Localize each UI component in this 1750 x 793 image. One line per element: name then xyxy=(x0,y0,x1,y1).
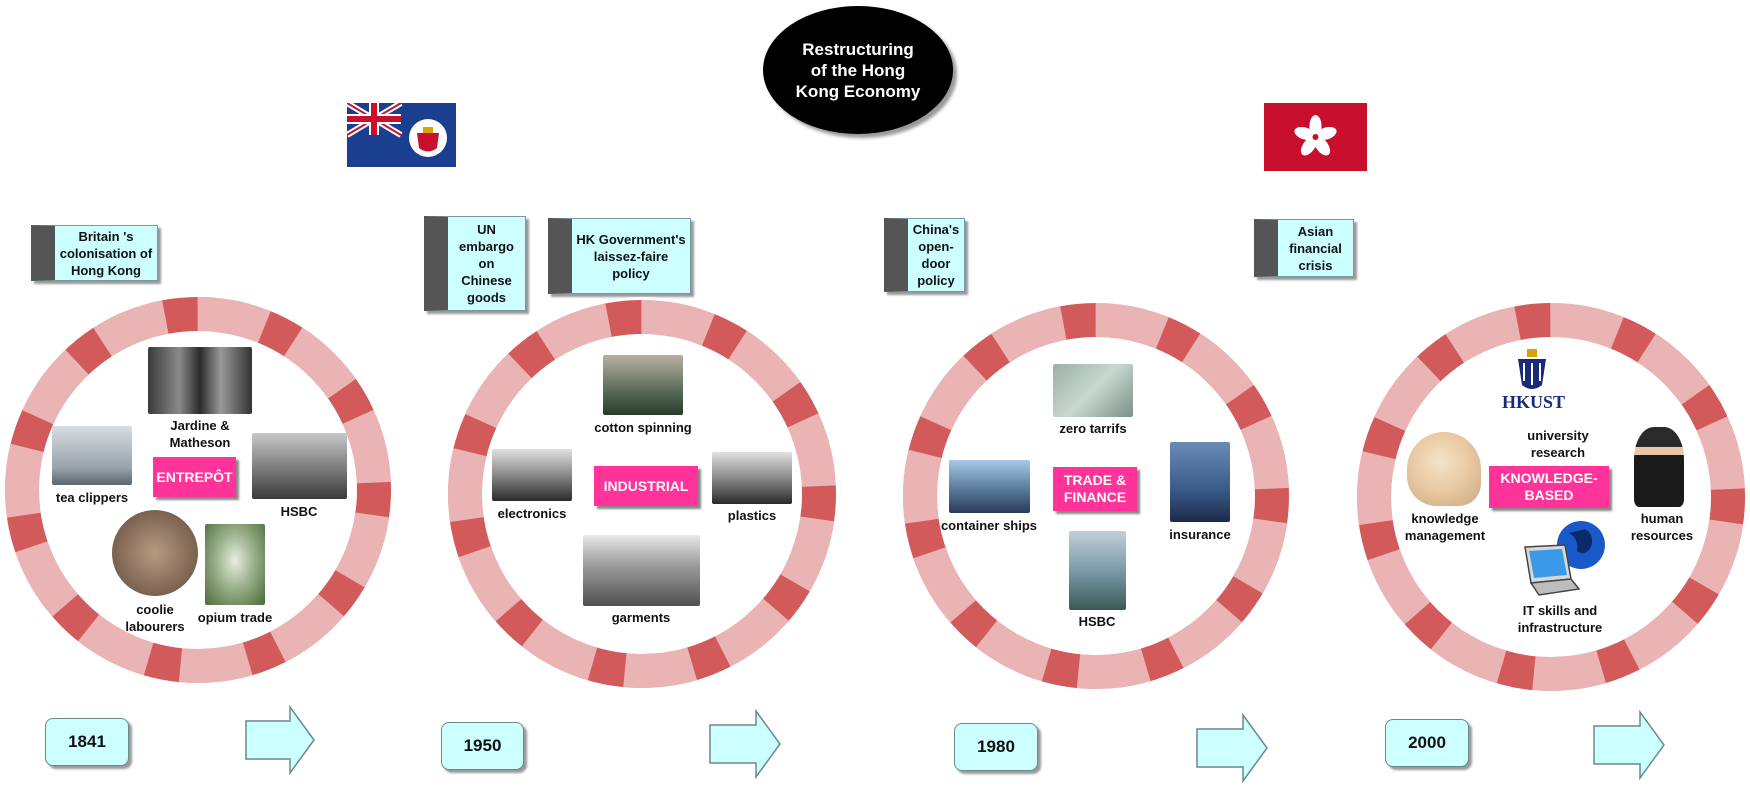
cotton-spinning-photo xyxy=(603,355,683,415)
timeline-arrow-icon xyxy=(245,705,315,775)
label-plastics: plastics xyxy=(727,508,777,523)
label-insurance: insurance xyxy=(1169,527,1231,542)
diagram-title: Restructuring of the Hong Kong Economy xyxy=(763,6,953,134)
hkust-logo: HKUST xyxy=(1502,347,1566,423)
hub-entrepot: ENTREPÔT xyxy=(153,457,236,497)
event-laissez-faire: HK Government's laissez-faire policy xyxy=(548,218,691,294)
label-tea-clippers: tea clippers xyxy=(55,490,129,505)
timeline-arrow-icon xyxy=(709,709,781,779)
label-hsbc-historic: HSBC xyxy=(280,504,318,519)
label-garments: garments xyxy=(611,610,671,625)
jardine-matheson-photo xyxy=(148,347,252,414)
colonial-hk-flag-icon xyxy=(347,103,456,167)
timeline-arrow-icon xyxy=(1593,710,1665,780)
label-container-ships: container ships xyxy=(940,518,1038,533)
year-1980: 1980 xyxy=(954,723,1038,771)
year-2000: 2000 xyxy=(1385,719,1469,767)
hsbc-building-photo xyxy=(1069,531,1126,610)
year-1841: 1841 xyxy=(45,718,129,766)
garments-photo xyxy=(583,535,700,606)
event-open-door: China's open-door policy xyxy=(884,218,965,292)
label-it-skills: IT skills and infrastructure xyxy=(1517,603,1603,635)
hub-industrial: INDUSTRIAL xyxy=(594,466,698,506)
it-skills-laptop-globe-icon xyxy=(1524,521,1605,596)
label-opium-trade: opium trade xyxy=(197,610,273,625)
label-hsbc: HSBC xyxy=(1078,614,1116,629)
hksar-flag-icon xyxy=(1264,103,1367,171)
opium-poppy-photo xyxy=(205,524,265,605)
container-ships-photo xyxy=(949,460,1030,513)
plastics-photo xyxy=(712,452,792,504)
year-1950: 1950 xyxy=(441,722,524,770)
insurance-building-photo xyxy=(1170,442,1230,522)
label-coolie-labourers: coolie labourers xyxy=(125,602,185,634)
tea-clippers-photo xyxy=(52,426,132,485)
label-electronics: electronics xyxy=(497,506,567,521)
hub-trade-finance: TRADE & FINANCE xyxy=(1053,467,1137,511)
label-jardine-matheson: Jardine & Matheson xyxy=(169,418,231,450)
label-cotton-spinning: cotton spinning xyxy=(594,420,692,435)
label-human-resources: human resources xyxy=(1630,511,1694,543)
hsbc-historic-photo xyxy=(252,433,347,499)
electronics-photo xyxy=(492,449,572,501)
hub-knowledge-based: KNOWLEDGE-BASED xyxy=(1489,466,1609,508)
label-zero-tariffs: zero tarrifs xyxy=(1059,421,1127,436)
timeline-arrow-icon xyxy=(1196,713,1268,783)
human-resources-person-photo xyxy=(1634,427,1684,507)
hkust-emblem-icon xyxy=(1518,349,1546,389)
label-university-research: university research xyxy=(1527,428,1589,460)
event-britain-colonisation: Britain 's colonisation of Hong Kong xyxy=(31,225,158,281)
event-un-embargo: UN embargo on Chinese goods xyxy=(424,216,526,311)
label-knowledge-management: knowledge management xyxy=(1404,511,1486,543)
coolie-labourers-photo xyxy=(112,510,198,596)
knowledge-management-head-photo xyxy=(1407,432,1481,506)
zero-tariffs-banknote-photo xyxy=(1053,364,1133,417)
event-asian-crisis: Asian financial crisis xyxy=(1254,219,1354,277)
hkust-wordmark: HKUST xyxy=(1502,392,1566,412)
